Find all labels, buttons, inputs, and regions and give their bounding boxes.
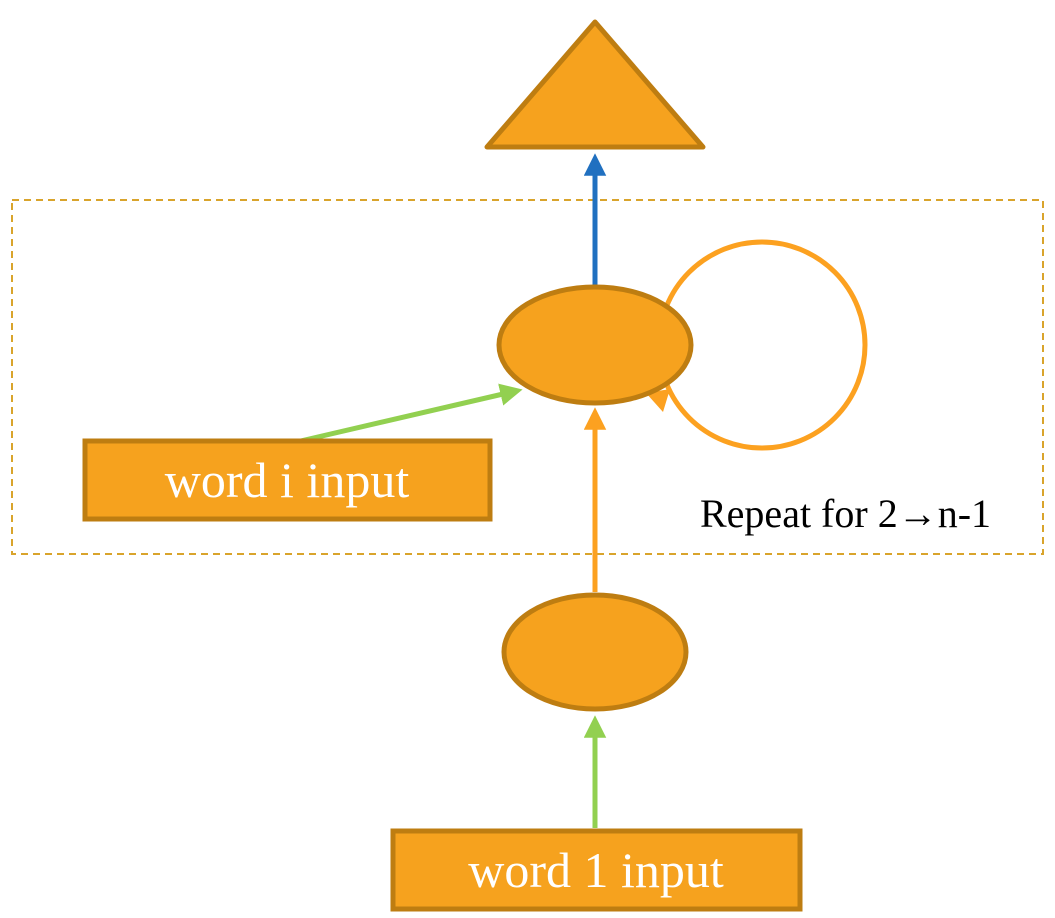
word-i-input-box xyxy=(82,438,493,522)
hidden-state-ellipse-upper xyxy=(496,284,694,406)
hidden-state-ellipse-lower xyxy=(501,592,689,712)
repeat-annotation: Repeat for 2→n-1 xyxy=(700,491,991,536)
word-1-input-label: word 1 input xyxy=(468,842,724,898)
word-1-input-box xyxy=(390,828,803,912)
repeat-region-dashed-box xyxy=(11,199,1044,555)
word-i-input-arrow xyxy=(291,383,523,446)
word-i-input-label: word i input xyxy=(165,452,410,508)
output-triangle xyxy=(484,19,706,150)
self-loop-arrowhead-icon xyxy=(646,389,670,412)
